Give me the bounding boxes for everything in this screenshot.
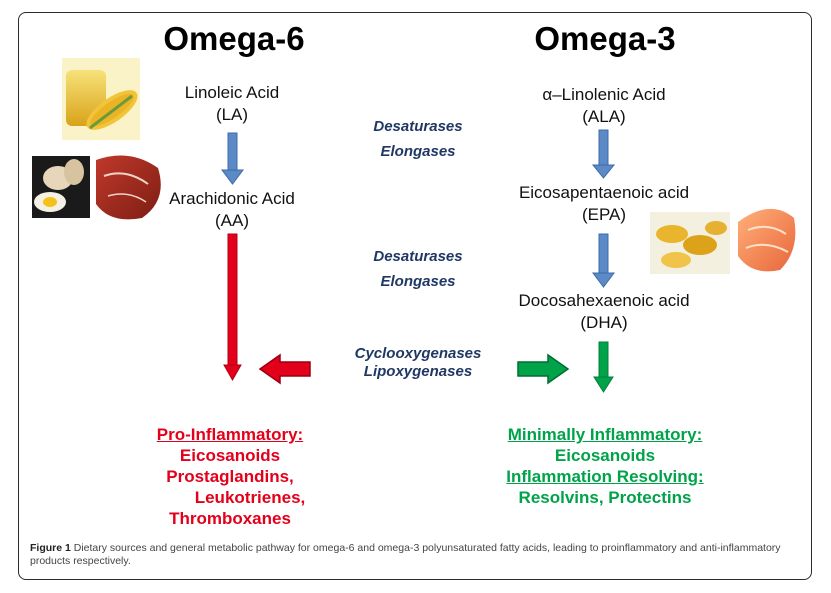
- alpha-linolenic-acid-label: α–Linolenic Acid: [542, 85, 666, 104]
- omega3-step2: Eicosapentaenoic acid (EPA): [504, 182, 704, 226]
- epa-abbr: (EPA): [581, 205, 627, 224]
- linoleic-acid-label: Linoleic Acid: [184, 83, 280, 102]
- omega6-title: Omega-6: [163, 20, 305, 57]
- enzyme-group-2: Desaturases Elongases: [328, 244, 508, 294]
- pro-line-2: Prostaglandins,: [166, 467, 294, 486]
- elongases-label-2: Elongases: [380, 273, 456, 290]
- pro-inflammatory-block: Pro-Inflammatory: Eicosanoids Prostaglan…: [120, 424, 340, 529]
- omega6-step1: Linoleic Acid (LA): [132, 82, 332, 126]
- pro-line-3: Leukotrienes,: [194, 488, 306, 507]
- minimally-inflammatory-heading: Minimally Inflammatory:: [507, 425, 703, 444]
- arrow-aa-to-pro-inflammatory: [223, 233, 242, 382]
- arrow-ala-to-epa: [591, 129, 616, 179]
- cyclooxygenases-label: Cyclooxygenases: [354, 345, 482, 362]
- omega3-step1: α–Linolenic Acid (ALA): [504, 84, 704, 128]
- arachidonic-acid-label: Arachidonic Acid: [169, 189, 295, 208]
- figure-frame: [18, 12, 812, 580]
- arrow-epa-to-dha: [592, 233, 615, 288]
- omega3-step3: Docosahexaenoic acid (DHA): [504, 290, 704, 334]
- pro-inflammatory-heading: Pro-Inflammatory:: [156, 425, 304, 444]
- dha-label: Docosahexaenoic acid: [518, 291, 690, 310]
- green-right-block-arrow: [517, 353, 570, 385]
- red-left-block-arrow: [258, 353, 311, 385]
- minimally-line: Eicosanoids: [554, 446, 656, 465]
- epa-label: Eicosapentaenoic acid: [518, 183, 690, 202]
- omega6-step2: Arachidonic Acid (AA): [132, 188, 332, 232]
- arrow-la-to-aa: [221, 132, 244, 185]
- enzyme-group-1: Desaturases Elongases: [328, 114, 508, 164]
- dha-abbr: (DHA): [580, 313, 628, 332]
- arachidonic-acid-abbr: (AA): [215, 211, 249, 230]
- eggs-icon: [32, 156, 90, 218]
- omega3-title: Omega-3: [534, 20, 676, 57]
- elongases-label-1: Elongases: [380, 143, 456, 160]
- minimally-inflammatory-block: Minimally Inflammatory: Eicosanoids Infl…: [480, 424, 730, 508]
- figure-caption: Figure 1 Dietary sources and general met…: [30, 542, 802, 568]
- alpha-linolenic-acid-abbr: (ALA): [582, 107, 626, 126]
- inflammation-resolving-heading: Inflammation Resolving:: [506, 467, 704, 486]
- pro-line-4: Thromboxanes: [169, 509, 291, 528]
- enzyme-group-3: Cyclooxygenases Lipoxygenases: [318, 345, 518, 381]
- linoleic-acid-abbr: (LA): [215, 105, 249, 124]
- arrow-dha-to-minimally-inflammatory: [593, 341, 614, 393]
- salmon-icon: [738, 208, 796, 272]
- desaturases-label-1: Desaturases: [373, 118, 463, 135]
- figure-label: Figure 1: [30, 542, 71, 554]
- corn-oil-icon: [62, 58, 140, 140]
- pro-line-1: Eicosanoids: [179, 446, 281, 465]
- fish-oil-capsules-icon: [650, 212, 730, 274]
- resolving-line: Resolvins, Protectins: [518, 488, 692, 507]
- figure-caption-text: Dietary sources and general metabolic pa…: [30, 542, 781, 567]
- desaturases-label-2: Desaturases: [373, 248, 463, 265]
- lipoxygenases-label: Lipoxygenases: [363, 363, 473, 380]
- red-meat-icon: [96, 155, 161, 220]
